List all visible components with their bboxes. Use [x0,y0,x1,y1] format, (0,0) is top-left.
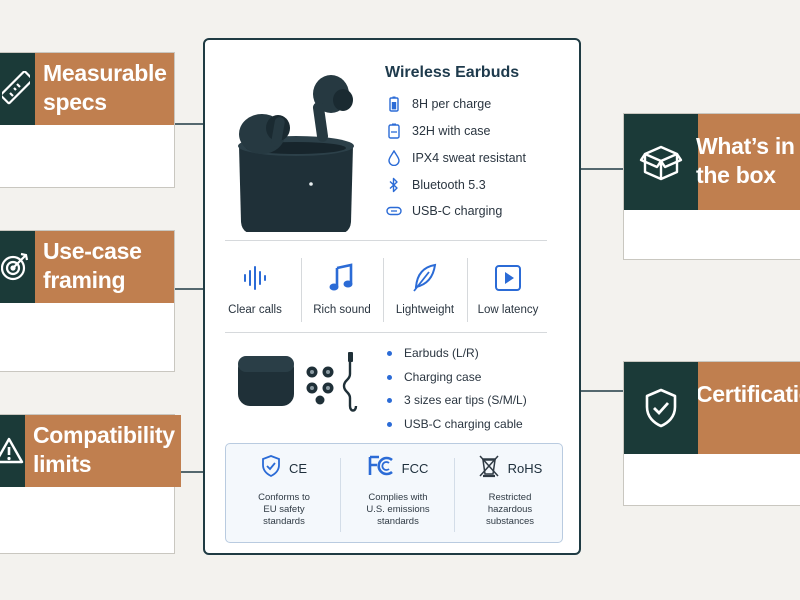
water-drop-icon [385,150,403,166]
feature-separator [383,258,384,322]
spec-row: Bluetooth 5.3 [385,177,486,193]
warning-icon [0,415,25,487]
callout-measurable-specs: Measurable specs [0,52,175,188]
box-icon [624,114,698,210]
feature-low-latency: Low latency [468,262,548,316]
divider [225,332,547,333]
voice-wave-icon [215,262,295,294]
play-icon [468,262,548,294]
feature-lightweight: Lightweight [385,262,465,316]
callout-title: Use-case framing [35,231,174,303]
earbuds-case-illustration [238,75,354,232]
callout-certification-translation: Certification translation [623,361,800,506]
cert-separator [454,458,455,532]
usb-c-icon [385,206,403,216]
battery-icon [385,96,403,112]
feature-separator [301,258,302,322]
callout-title: Certification translation [698,362,800,454]
product-title: Wireless Earbuds [385,64,520,81]
product-card: Wireless Earbuds 8H per charge 32H with … [203,38,581,555]
box-contents-illustration [238,352,358,412]
spec-row: USB-C charging [385,204,502,218]
target-icon [0,231,35,303]
shield-check-icon [624,362,698,454]
box-item: 3 sizes ear tips (S/M/L) [387,393,527,407]
feather-icon [385,262,465,294]
fc-logo-icon [368,455,394,482]
feature-rich-sound: Rich sound [302,262,382,316]
shield-check-icon [261,454,281,483]
bluetooth-icon [385,177,403,193]
box-item: USB-C charging cable [387,417,523,431]
music-note-icon [302,262,382,294]
cert-separator [340,458,341,532]
divider [225,240,547,241]
box-item: Charging case [387,370,481,384]
spec-row: 8H per charge [385,96,491,112]
box-item: Earbuds (L/R) [387,346,479,360]
callout-title: Measurable specs [35,53,174,125]
callout-compatibility-limits: Compatibility limits [0,414,181,554]
case-battery-icon [385,123,403,139]
feature-clear-calls: Clear calls [215,262,295,316]
callout-use-case-framing: Use-case framing [0,230,175,372]
feature-separator [467,258,468,322]
ruler-icon [0,53,35,125]
callout-title: What’s in the box [696,114,800,210]
callout-whats-in-the-box: What’s in the box [623,113,800,260]
spec-row: IPX4 sweat resistant [385,150,526,166]
crossed-bin-icon [478,454,500,483]
spec-row: 32H with case [385,123,491,139]
callout-title: Compatibility limits [25,415,181,487]
